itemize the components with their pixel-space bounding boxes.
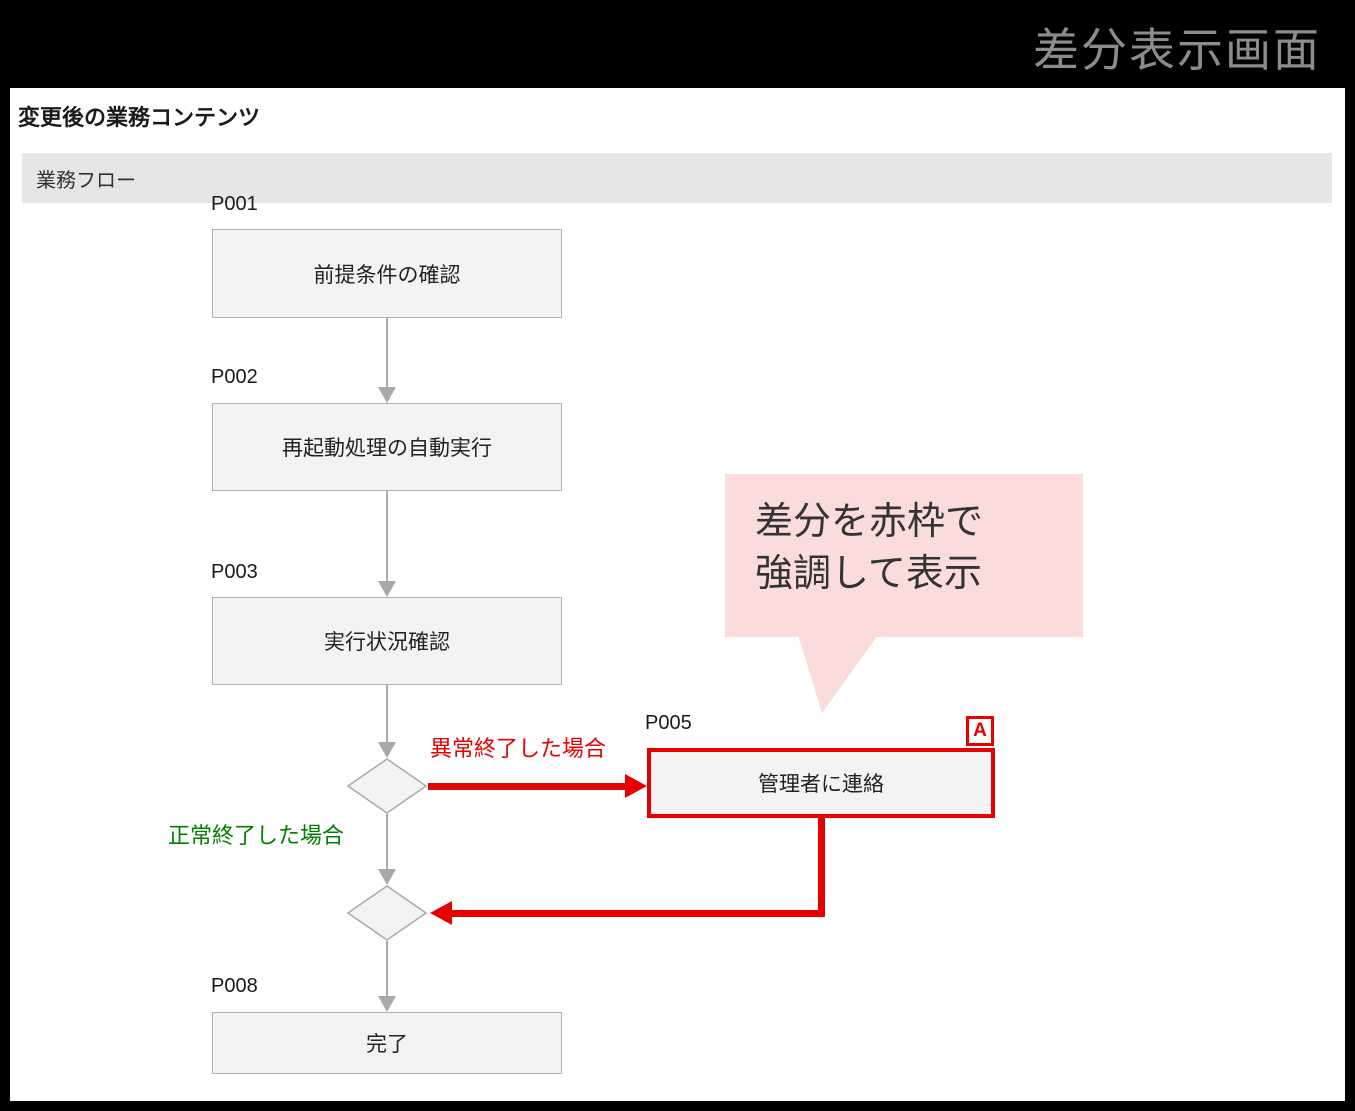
flow-node-label: 管理者に連絡 [758,773,884,796]
callout-line1: 差分を赤枠で [755,501,984,543]
branch-label-abnormal: 異常終了した場合 [430,736,607,761]
flow-node-p008: 完了 [212,1012,562,1074]
node-id-p003: P003 [211,561,258,583]
flow-node-p005-highlighted: 管理者に連絡 [647,748,995,818]
callout-line2: 強調して表示 [755,553,982,596]
flow-node-p003: 実行状況確認 [212,597,562,685]
flow-node-label: 前提条件の確認 [313,263,461,287]
red-connector-p005-down [818,818,825,917]
branch-label-normal: 正常終了した場合 [168,823,345,848]
arrow-p003-decision1 [386,685,388,744]
section-label: 業務フロー [36,169,136,192]
arrow-p001-p002 [386,318,388,389]
arrowhead-down-icon [378,869,396,885]
arrowhead-down-icon [378,742,396,758]
decision-diamond-1 [346,758,428,814]
node-id-p005: P005 [645,712,692,734]
node-id-p001: P001 [211,193,258,215]
flow-node-label: 完了 [366,1033,408,1056]
screen-title: 差分表示画面 [1033,24,1321,76]
decision-diamond-2 [346,885,428,941]
node-id-p008: P008 [211,975,258,997]
page-title: 変更後の業務コンテンツ [18,105,261,130]
red-arrowhead-right-icon [625,774,647,798]
arrowhead-down-icon [378,996,396,1012]
red-arrowhead-left-icon [430,901,452,925]
arrowhead-down-icon [378,387,396,403]
flow-node-p001: 前提条件の確認 [212,229,562,318]
flow-node-label: 再起動処理の自動実行 [282,437,492,460]
annotation-callout: 差分を赤枠で 強調して表示 [725,474,1083,637]
arrow-decision1-decision2 [386,814,388,871]
arrow-p002-p003 [386,491,388,583]
arrow-decision2-p008 [386,941,388,998]
arrowhead-down-icon [378,581,396,597]
section-bar: 業務フロー [22,153,1332,203]
content-panel [10,88,1345,1101]
diff-badge-a: A [966,716,994,746]
red-connector-decision1-p005 [428,783,625,790]
callout-tail-icon [798,635,878,713]
flow-node-p002: 再起動処理の自動実行 [212,403,562,491]
node-id-p002: P002 [211,366,258,388]
red-connector-p005-decision2 [452,910,825,917]
flow-node-label: 実行状況確認 [324,631,450,654]
